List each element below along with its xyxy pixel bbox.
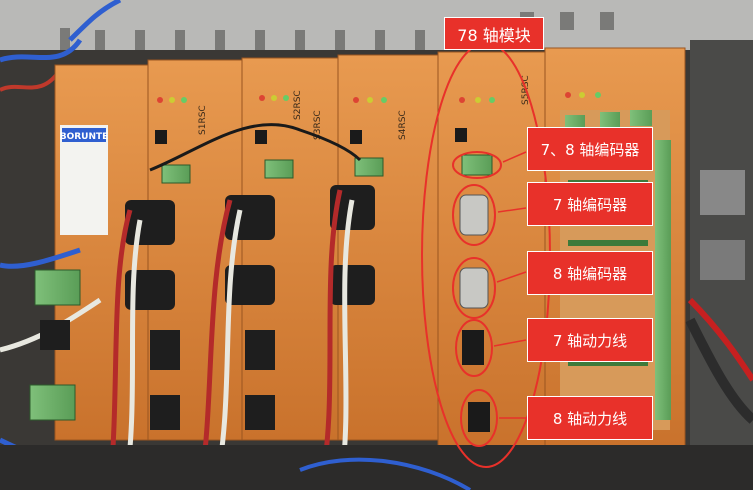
- power-8-callout: 8 轴动力线: [527, 396, 653, 440]
- module-label-3: S3RSC: [313, 110, 323, 140]
- module-label-1: S1RSC: [198, 105, 208, 135]
- encoder-8-callout: 8 轴编码器: [527, 251, 653, 295]
- module-label-2: S2RSC: [293, 90, 303, 120]
- brand-label: BORUNTE: [60, 132, 109, 142]
- module-label-4: S4RSC: [398, 110, 408, 140]
- module-title-callout: 78 轴模块: [444, 17, 544, 50]
- power-7-callout: 7 轴动力线: [527, 318, 653, 362]
- encoder-78-callout: 7、8 轴编码器: [527, 127, 653, 171]
- encoder-7-callout: 7 轴编码器: [527, 182, 653, 226]
- module-label-5: S5RSC: [521, 75, 531, 105]
